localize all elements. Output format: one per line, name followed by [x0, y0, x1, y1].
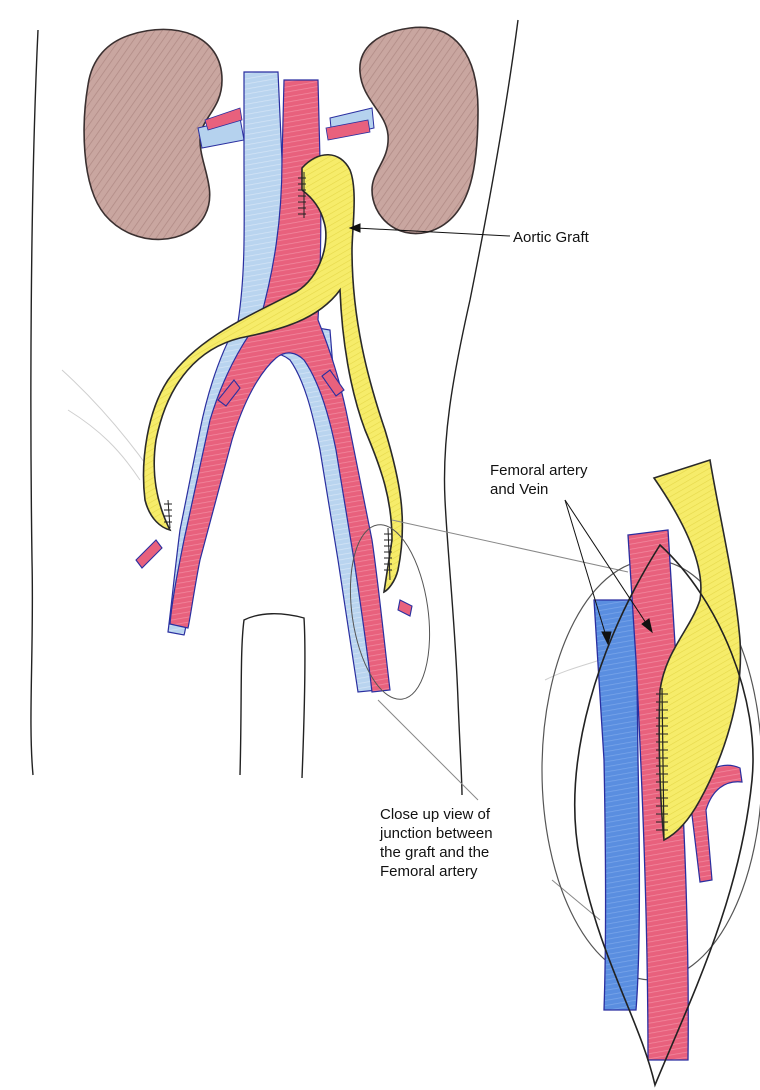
closeup-view — [542, 460, 760, 1085]
label-closeup-view: Close up view of junction between the gr… — [380, 805, 493, 881]
label-aortic-graft: Aortic Graft — [513, 228, 589, 247]
label-line: junction between — [380, 824, 493, 843]
label-line: the graft and the — [380, 843, 493, 862]
label-line: and Vein — [490, 480, 588, 499]
closeup-vein — [594, 600, 639, 1010]
label-line: Femoral artery — [380, 862, 493, 881]
label-line: Femoral artery — [490, 461, 588, 480]
label-line: Close up view of — [380, 805, 493, 824]
right-kidney — [360, 27, 478, 233]
label-femoral-artery-vein: Femoral artery and Vein — [490, 461, 588, 499]
leader-lines — [350, 224, 652, 644]
